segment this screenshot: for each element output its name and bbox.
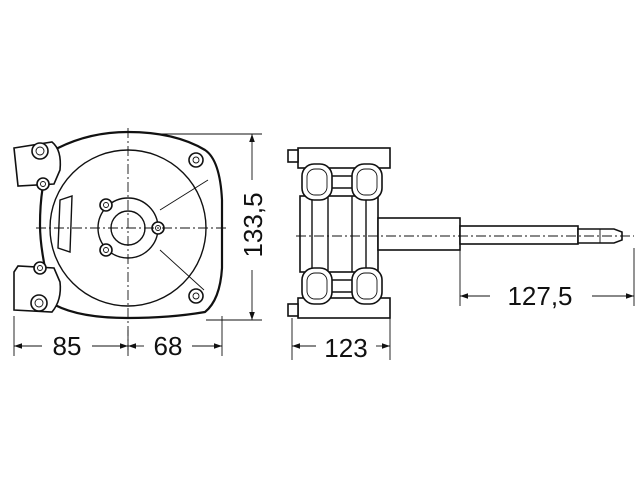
front-housing-outline (38, 130, 224, 320)
lower-left-lug (13, 261, 62, 313)
dimension-lines (13, 133, 635, 360)
side-bottom-bolt (287, 303, 299, 317)
dim-shaft-length: 127,5 (507, 281, 572, 311)
dim-front-right-width: 68 (154, 331, 183, 361)
side-view (287, 147, 634, 319)
lug-bolt-icon (31, 142, 49, 160)
nut-icon (33, 261, 47, 275)
lug-bolt-icon (30, 294, 48, 312)
front-bolt-icon (188, 152, 204, 168)
dim-front-left-width: 85 (53, 331, 82, 361)
front-bolt-icon (188, 288, 204, 304)
dim-side-body-width: 123 (324, 333, 367, 363)
hub-screw-icon (99, 243, 113, 257)
upper-coils (301, 163, 383, 201)
shaft (459, 225, 579, 245)
upper-left-lug (13, 141, 62, 191)
nut-icon (36, 177, 50, 191)
lower-coils (301, 267, 383, 305)
hub-screw-icon (99, 198, 113, 212)
dim-front-height: 133,5 (238, 192, 268, 257)
side-top-bolt (287, 149, 299, 163)
front-slot (57, 195, 73, 253)
front-view (13, 128, 226, 350)
shaft-sleeve (377, 217, 461, 251)
